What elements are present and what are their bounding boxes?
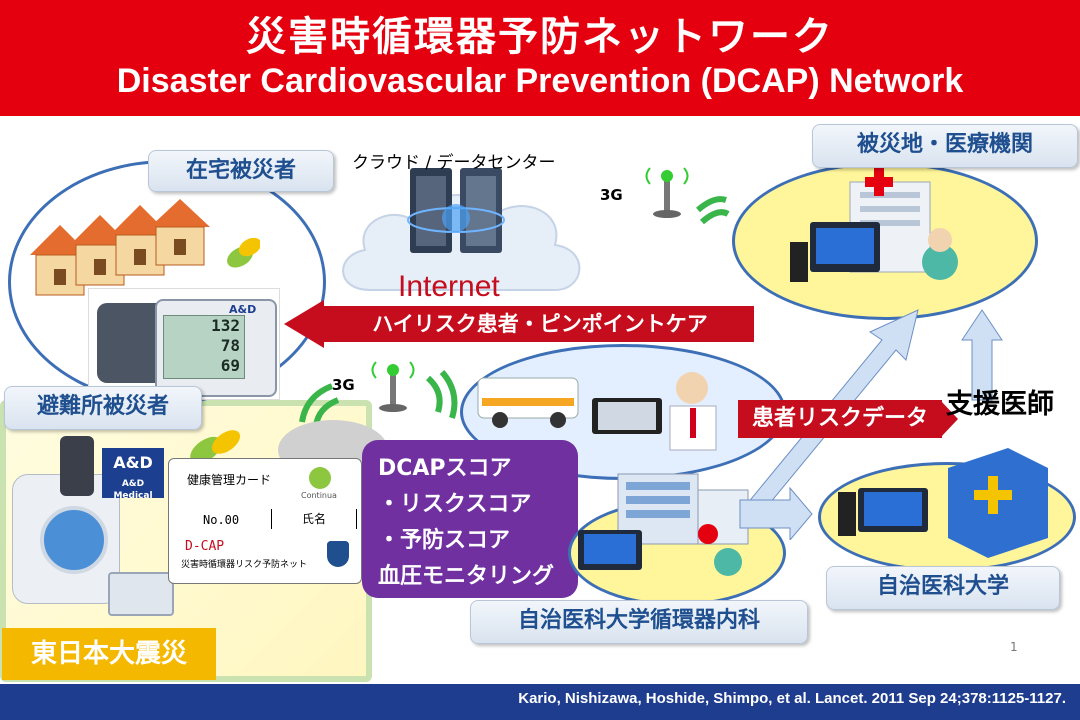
continua-logo-icon (309, 467, 331, 489)
server-icon (407, 168, 505, 253)
device-brand-logo: A&D A&D Medical (102, 448, 164, 501)
cloud-datacenter-label: クラウド / データセンター (352, 153, 556, 173)
ambulance-doctor-illustration (477, 372, 717, 451)
dcap-line-4: 血圧モニタリング (378, 564, 555, 589)
signal-3g-top: 3G (600, 186, 623, 204)
bp-monitor-body: A&D 132 78 69 (155, 299, 277, 397)
footer-bar (0, 684, 1080, 720)
device-arm-slot (40, 506, 108, 574)
health-management-card: 健康管理カード Continua No.00 氏名 D-CAP 災害時循環器リス… (168, 458, 362, 584)
device-tablet (108, 572, 174, 616)
continua-logo-text: Continua (301, 491, 337, 500)
house-icon (150, 199, 210, 266)
antenna-icon (371, 361, 458, 419)
shelter-victims-label: 避難所被災者 (4, 386, 202, 430)
arrow-tip-icon (940, 400, 958, 438)
device-brand-sub: A&D Medical (113, 479, 153, 501)
page-title-english: Disaster Cardiovascular Prevention (DCAP… (116, 62, 964, 100)
east-japan-earthquake-tag: 東日本大震災 (2, 628, 216, 680)
bp-pulse: 69 (220, 356, 240, 375)
card-brand: D-CAP (185, 539, 225, 554)
houses-illustration (30, 199, 260, 296)
bp-monitor-image: A&D 132 78 69 (88, 288, 280, 400)
device-cuff-tower (60, 436, 94, 496)
antenna-icon (645, 167, 730, 225)
home-victims-label: 在宅被災者 (148, 150, 334, 192)
card-name-field: 氏名 (271, 509, 357, 529)
high-risk-care-arrow (284, 300, 754, 348)
device-brand: A&D (113, 453, 153, 472)
bp-display: 132 78 69 (163, 315, 245, 379)
page-number: 1 (1010, 640, 1018, 654)
bp-systolic: 132 (211, 316, 240, 335)
jichi-university-illustration (838, 448, 1048, 558)
citation-text: Kario, Nishizawa, Hoshide, Shimpo, et al… (518, 690, 1066, 707)
bp-brand: A&D (229, 303, 257, 316)
signal-3g-mid: 3G (332, 376, 355, 394)
dcap-line-3: ・予防スコア (378, 528, 511, 553)
disaster-hospital-label: 被災地・医療機関 (812, 124, 1078, 168)
dcap-line-1: DCAPスコア (378, 456, 512, 481)
support-doctor-label: 支援医師 (946, 389, 1054, 420)
leaf-logo-icon (190, 430, 241, 464)
jichi-cardiology-label: 自治医科大学循環器内科 (470, 600, 808, 644)
bp-diastolic: 78 (220, 336, 240, 355)
shield-icon (327, 541, 349, 567)
title-banner (0, 0, 1080, 116)
leaf-logo-icon (227, 237, 260, 268)
jichi-university-label: 自治医科大学 (826, 566, 1060, 610)
dcap-score-box: DCAPスコア ・リスクスコア ・予防スコア 血圧モニタリング (362, 440, 578, 598)
card-subtitle: 災害時循環器リスク予防ネット (181, 560, 308, 570)
health-card-title: 健康管理カード (187, 473, 272, 487)
card-number: No.00 (203, 513, 240, 527)
bp-measuring-device: A&D A&D Medical (12, 436, 174, 616)
patient-risk-data-label: 患者リスクデータ (738, 400, 942, 438)
high-risk-care-text: ハイリスク患者・ピンポイントケア (372, 312, 708, 336)
hospital-illustration (790, 168, 958, 282)
internet-label: Internet (398, 270, 500, 303)
dcap-line-2: ・リスクスコア (378, 492, 532, 517)
page-title-japanese: 災害時循環器予防ネットワーク (246, 14, 834, 60)
